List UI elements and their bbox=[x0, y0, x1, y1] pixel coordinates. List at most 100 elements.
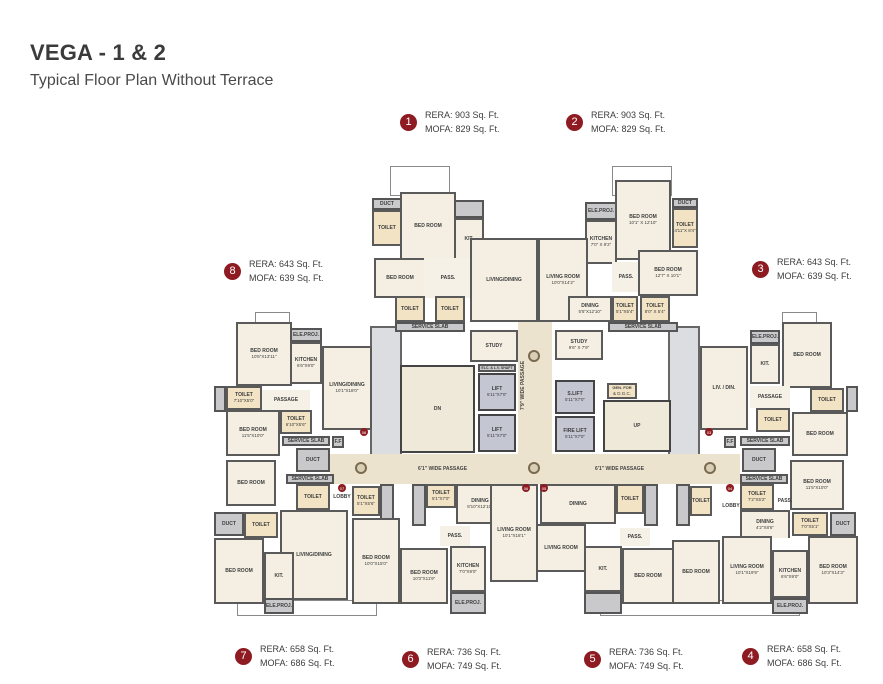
bedroom: BED ROOM bbox=[374, 258, 426, 298]
bedroom: BED ROOM bbox=[792, 412, 848, 456]
living-room: LIVING ROOM bbox=[536, 524, 586, 572]
door-marker: 04 bbox=[726, 484, 734, 492]
passage: PASS. bbox=[424, 258, 472, 298]
toilet: TOILET bbox=[296, 484, 330, 510]
study: STUDY bbox=[470, 330, 518, 362]
vertical-passage-label: 7'9" WIDE PASSAGE bbox=[520, 360, 526, 410]
ele-proj: ELE.PROJ. bbox=[290, 328, 322, 342]
unit-5-label: 5 RERA: 736 Sq. Ft.MOFA: 749 Sq. Ft. bbox=[584, 645, 684, 673]
unit-1-label: 1 RERA: 903 Sq. Ft. MOFA: 829 Sq. Ft. bbox=[400, 108, 500, 136]
passage: PASS. bbox=[620, 528, 650, 546]
bedroom: BED ROOM bbox=[214, 538, 264, 604]
mofa-area: MOFA: 829 Sq. Ft. bbox=[425, 124, 500, 134]
duct bbox=[846, 386, 858, 412]
door-marker: 03 bbox=[705, 428, 713, 436]
floor-medallion bbox=[355, 462, 367, 474]
passage: PASS. bbox=[777, 498, 793, 504]
toilet: TOILET bbox=[690, 486, 712, 516]
unit-3-label: 3 RERA: 643 Sq. Ft.MOFA: 639 Sq. Ft. bbox=[752, 255, 852, 283]
passage: PASSAGE bbox=[262, 390, 310, 410]
unit-number-badge: 1 bbox=[400, 113, 417, 131]
unit-number-badge: 8 bbox=[224, 262, 241, 280]
unit-2-label: 2 RERA: 903 Sq. Ft.MOFA: 829 Sq. Ft. bbox=[566, 108, 666, 136]
page-subtitle: Typical Floor Plan Without Terrace bbox=[30, 72, 274, 89]
rera-area: RERA: 903 Sq. Ft. bbox=[425, 110, 500, 120]
duct: DUCT bbox=[372, 198, 402, 210]
generator-room: GEN. FOR& D.G.C. bbox=[607, 383, 637, 399]
toilet: TOILET bbox=[435, 296, 465, 322]
toilet: TOILET bbox=[372, 210, 402, 246]
kitchen: KIT. bbox=[264, 552, 294, 600]
service-slab: SERVICE SLAB bbox=[608, 322, 678, 332]
mofa-area: MOFA: 749 Sq. Ft. bbox=[427, 661, 502, 671]
unit-number-badge: 6 bbox=[402, 650, 419, 668]
rera-area: RERA: 658 Sq. Ft. bbox=[260, 644, 335, 654]
living-dining: LIVING/DINING bbox=[470, 238, 538, 322]
bedroom: BED ROOM bbox=[622, 548, 674, 604]
duct bbox=[214, 386, 226, 412]
balcony bbox=[390, 166, 450, 196]
bedroom: BED ROOM bbox=[226, 460, 276, 506]
unit-6-label: 6 RERA: 736 Sq. Ft. MOFA: 749 Sq. Ft. bbox=[402, 645, 502, 673]
unit-number-badge: 3 bbox=[752, 260, 769, 278]
service-slab bbox=[676, 484, 690, 526]
service-slab bbox=[412, 484, 426, 526]
duct: DUCT bbox=[214, 512, 244, 536]
ele-proj: ELE.PROJ. bbox=[450, 592, 486, 614]
toilet: TOILET bbox=[810, 388, 844, 412]
door-marker: 07 bbox=[338, 484, 346, 492]
lobby: LOBBY bbox=[333, 494, 351, 500]
toilet: TOILET bbox=[244, 512, 278, 538]
mofa-area: MOFA: 686 Sq. Ft. bbox=[260, 658, 335, 668]
floor-medallion bbox=[704, 462, 716, 474]
duct: DUCT bbox=[672, 198, 698, 208]
unit-4-label: 4 RERA: 658 Sq. Ft.MOFA: 686 Sq. Ft. bbox=[742, 642, 842, 670]
rera-area: RERA: 658 Sq. Ft. bbox=[767, 644, 842, 654]
fire-fighting: F.F bbox=[724, 436, 736, 448]
bedroom: BED ROOM bbox=[672, 540, 720, 604]
ele-proj: ELE.PROJ. bbox=[264, 598, 294, 614]
floor-medallion bbox=[528, 462, 540, 474]
staircase: DN bbox=[400, 365, 475, 453]
service-slab: SERVICE SLAB bbox=[740, 474, 788, 484]
unit-number-badge: 5 bbox=[584, 650, 601, 668]
bedroom: BED ROOM bbox=[782, 322, 832, 388]
passage-label-left: 6'1" WIDE PASSAGE bbox=[418, 466, 468, 472]
toilet: TOILET bbox=[756, 408, 790, 432]
mofa-area: MOFA: 639 Sq. Ft. bbox=[249, 273, 324, 283]
duct: DUCT bbox=[830, 512, 856, 536]
kitchen: KIT. bbox=[750, 344, 780, 384]
page-title: VEGA - 1 & 2 bbox=[30, 40, 167, 65]
service-slab bbox=[644, 484, 658, 526]
passage: PASS. bbox=[612, 262, 640, 292]
rera-area: RERA: 736 Sq. Ft. bbox=[427, 647, 502, 657]
toilet: TOILET bbox=[395, 296, 425, 322]
ele-proj bbox=[454, 200, 484, 218]
dining: DINING bbox=[540, 484, 616, 524]
fire-fighting: F.F bbox=[332, 436, 344, 448]
core-void bbox=[668, 326, 700, 456]
ele-proj: ELE.PROJ. bbox=[750, 330, 780, 344]
vertical-passage bbox=[518, 322, 552, 462]
ele-proj bbox=[584, 592, 622, 614]
unit-7-label: 7 RERA: 658 Sq. Ft.MOFA: 686 Sq. Ft. bbox=[235, 642, 335, 670]
